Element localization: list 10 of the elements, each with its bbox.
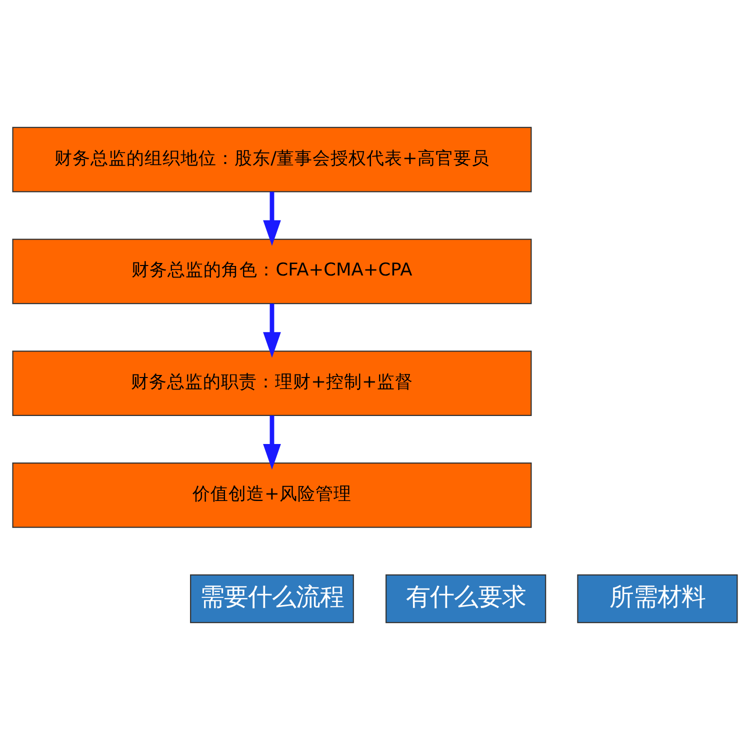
label: 所需材料: [609, 582, 706, 611]
node-box: 财务总监的角色：CFA+CMA+CPA: [12, 238, 532, 304]
node-box: 财务总监的组织地位：股东/董事会授权代表+高官要员: [12, 126, 532, 192]
label: 需要什么流程: [200, 582, 344, 611]
node-box: 财务总监的职责：理财+控制+监督: [12, 350, 532, 416]
arrow: [263, 192, 281, 246]
node-box: 价值创造+风险管理: [12, 462, 532, 528]
arrow: [263, 304, 281, 358]
label: 有什么要求: [406, 582, 526, 611]
arrow: [263, 416, 281, 470]
